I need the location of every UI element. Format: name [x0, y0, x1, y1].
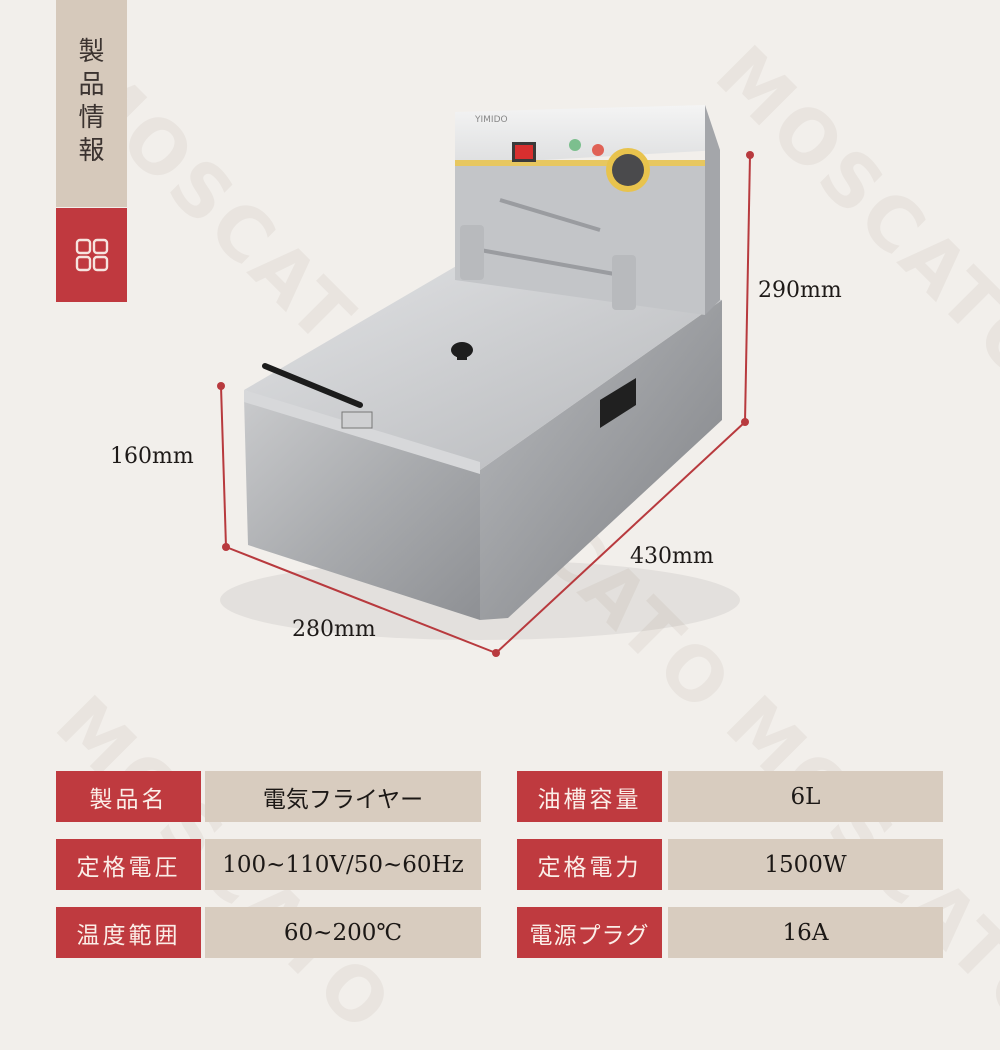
spec-row: 定格電力 1500W [517, 839, 943, 890]
spec-value: 電気フライヤー [205, 771, 481, 822]
svg-text:YIMIDO: YIMIDO [474, 115, 508, 125]
spec-value: 6L [668, 771, 943, 822]
grid-icon-box [56, 208, 127, 302]
spec-row: 油槽容量 6L [517, 771, 943, 822]
section-title-char: 報 [78, 136, 105, 166]
dimension-depth: 430mm [630, 544, 714, 569]
spec-label: 定格電力 [517, 839, 662, 890]
spec-label: 電源プラグ [517, 907, 662, 958]
section-title: 製 品 情 報 [56, 0, 127, 207]
spec-row: 製品名 電気フライヤー [56, 771, 481, 822]
spec-label: 定格電圧 [56, 839, 201, 890]
spec-label: 温度範囲 [56, 907, 201, 958]
spec-value: 16A [668, 907, 943, 958]
spec-value: 100~110V/50~60Hz [205, 839, 481, 890]
spec-label: 製品名 [56, 771, 201, 822]
dimension-height-tank: 160mm [110, 444, 194, 469]
section-title-char: 情 [78, 103, 105, 133]
dimension-height-total: 290mm [758, 278, 842, 303]
section-title-char: 品 [78, 70, 105, 100]
section-sidebar: 製 品 情 報 [56, 0, 127, 302]
spec-value: 1500W [668, 839, 943, 890]
electric-fryer-image: YIMIDO [217, 105, 754, 657]
spec-row: 定格電圧 100~110V/50~60Hz [56, 839, 481, 890]
spec-row: 温度範囲 60~200℃ [56, 907, 481, 958]
spec-value: 60~200℃ [205, 907, 481, 958]
spec-row: 電源プラグ 16A [517, 907, 943, 958]
section-title-char: 製 [78, 37, 105, 67]
spec-label: 油槽容量 [517, 771, 662, 822]
grid-2x2-icon [75, 238, 108, 272]
dimension-width: 280mm [292, 617, 376, 642]
